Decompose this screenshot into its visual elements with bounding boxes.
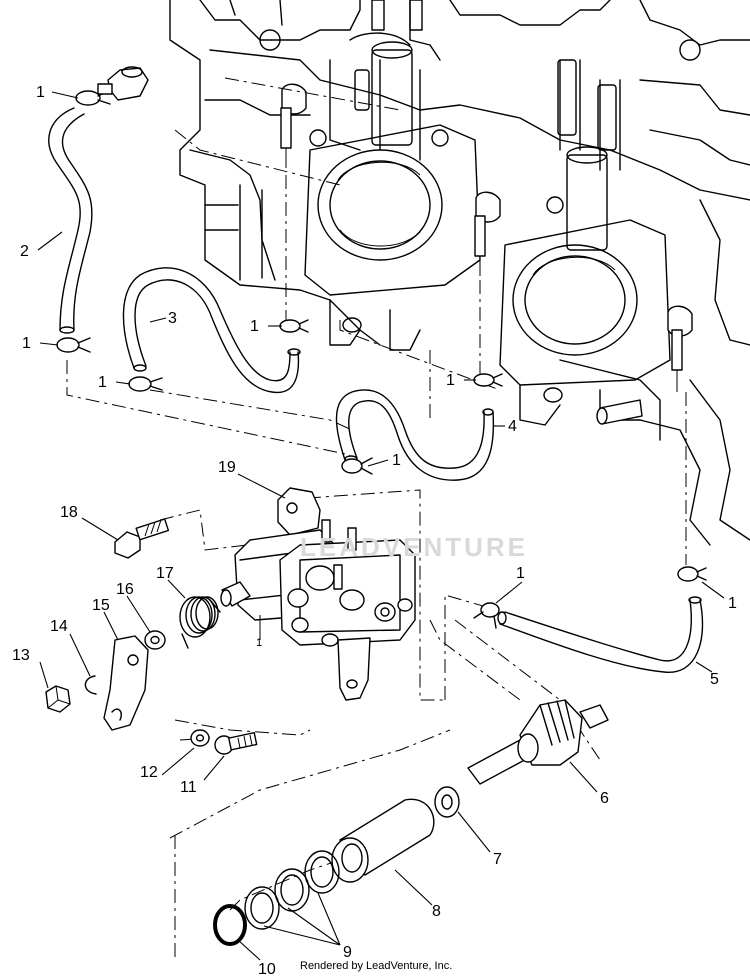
screw-11 — [214, 732, 258, 755]
drive-gear-6 — [467, 699, 609, 785]
callout-11: 11 — [180, 779, 197, 796]
assembly-lines — [66, 77, 687, 960]
callout-1-mid-right: 1 — [446, 372, 455, 389]
engine-crankcase — [169, 0, 750, 546]
spring-17 — [179, 596, 221, 649]
seal-9c — [244, 886, 280, 930]
bolt-18 — [114, 518, 170, 559]
clamp-right — [677, 566, 707, 582]
pump-mark: 1 — [256, 637, 262, 649]
cylinder-port-right — [499, 146, 671, 426]
clamp-mid-1 — [279, 319, 309, 333]
hose-2 — [48, 107, 93, 334]
callout-7: 7 — [493, 851, 502, 868]
hose-5 — [497, 596, 704, 673]
clamp-mid-2 — [473, 373, 503, 387]
lever-15 — [103, 635, 149, 731]
callout-8: 8 — [432, 903, 441, 920]
callout-1-mid: 1 — [250, 318, 259, 335]
callout-1-right: 1 — [728, 595, 737, 612]
callout-13: 13 — [12, 647, 30, 664]
watermark: LEADVENTURE — [300, 532, 528, 562]
callout-18: 18 — [60, 504, 78, 521]
callout-19: 19 — [218, 459, 236, 476]
hose-3 — [122, 267, 301, 394]
footer-credit: Rendered by LeadVenture, Inc. — [300, 960, 453, 972]
callouts: 1 2 1 1 3 1 1 1 4 1 1 5 6 7 8 9 10 11 12… — [12, 84, 737, 978]
callout-1-left-lower: 1 — [98, 374, 107, 391]
nut-13 — [45, 685, 71, 713]
leader-lines — [37, 91, 725, 961]
washer-12 — [190, 729, 210, 747]
callout-5: 5 — [710, 671, 719, 688]
callout-16: 16 — [116, 581, 134, 598]
oil-pump — [220, 487, 416, 701]
seal-9a — [304, 850, 340, 894]
callout-1-left-upper: 1 — [22, 335, 31, 352]
callout-1-top: 1 — [36, 84, 45, 101]
callout-12: 12 — [140, 764, 158, 781]
washer-7 — [434, 786, 460, 818]
clamp-left-upper — [56, 337, 91, 353]
clip-14 — [84, 675, 97, 695]
callout-14: 14 — [50, 618, 68, 635]
callout-15: 15 — [92, 597, 110, 614]
o-ring-10 — [213, 904, 247, 946]
callout-2: 2 — [20, 243, 29, 260]
callout-6: 6 — [600, 790, 609, 807]
callout-17: 17 — [156, 565, 174, 582]
callout-1-hose5: 1 — [516, 565, 525, 582]
callout-9: 9 — [343, 944, 352, 961]
callout-4: 4 — [508, 418, 517, 435]
clamp-pump — [341, 457, 373, 475]
callout-1-pump: 1 — [392, 452, 401, 469]
washer-16 — [144, 630, 166, 650]
callout-3: 3 — [168, 310, 177, 327]
engine-fitting-3 — [667, 305, 693, 392]
bushing-8 — [331, 798, 435, 883]
seal-9b — [274, 868, 310, 912]
clamp-left-lower — [128, 376, 163, 392]
engine-fitting-1 — [280, 83, 307, 168]
hose-4 — [335, 389, 495, 481]
clamp-hose5 — [473, 602, 500, 629]
callout-10: 10 — [258, 961, 276, 978]
elbow-fitting-top — [97, 66, 149, 101]
cylinder-port-left — [304, 41, 481, 351]
engine-fitting-2 — [474, 191, 501, 276]
